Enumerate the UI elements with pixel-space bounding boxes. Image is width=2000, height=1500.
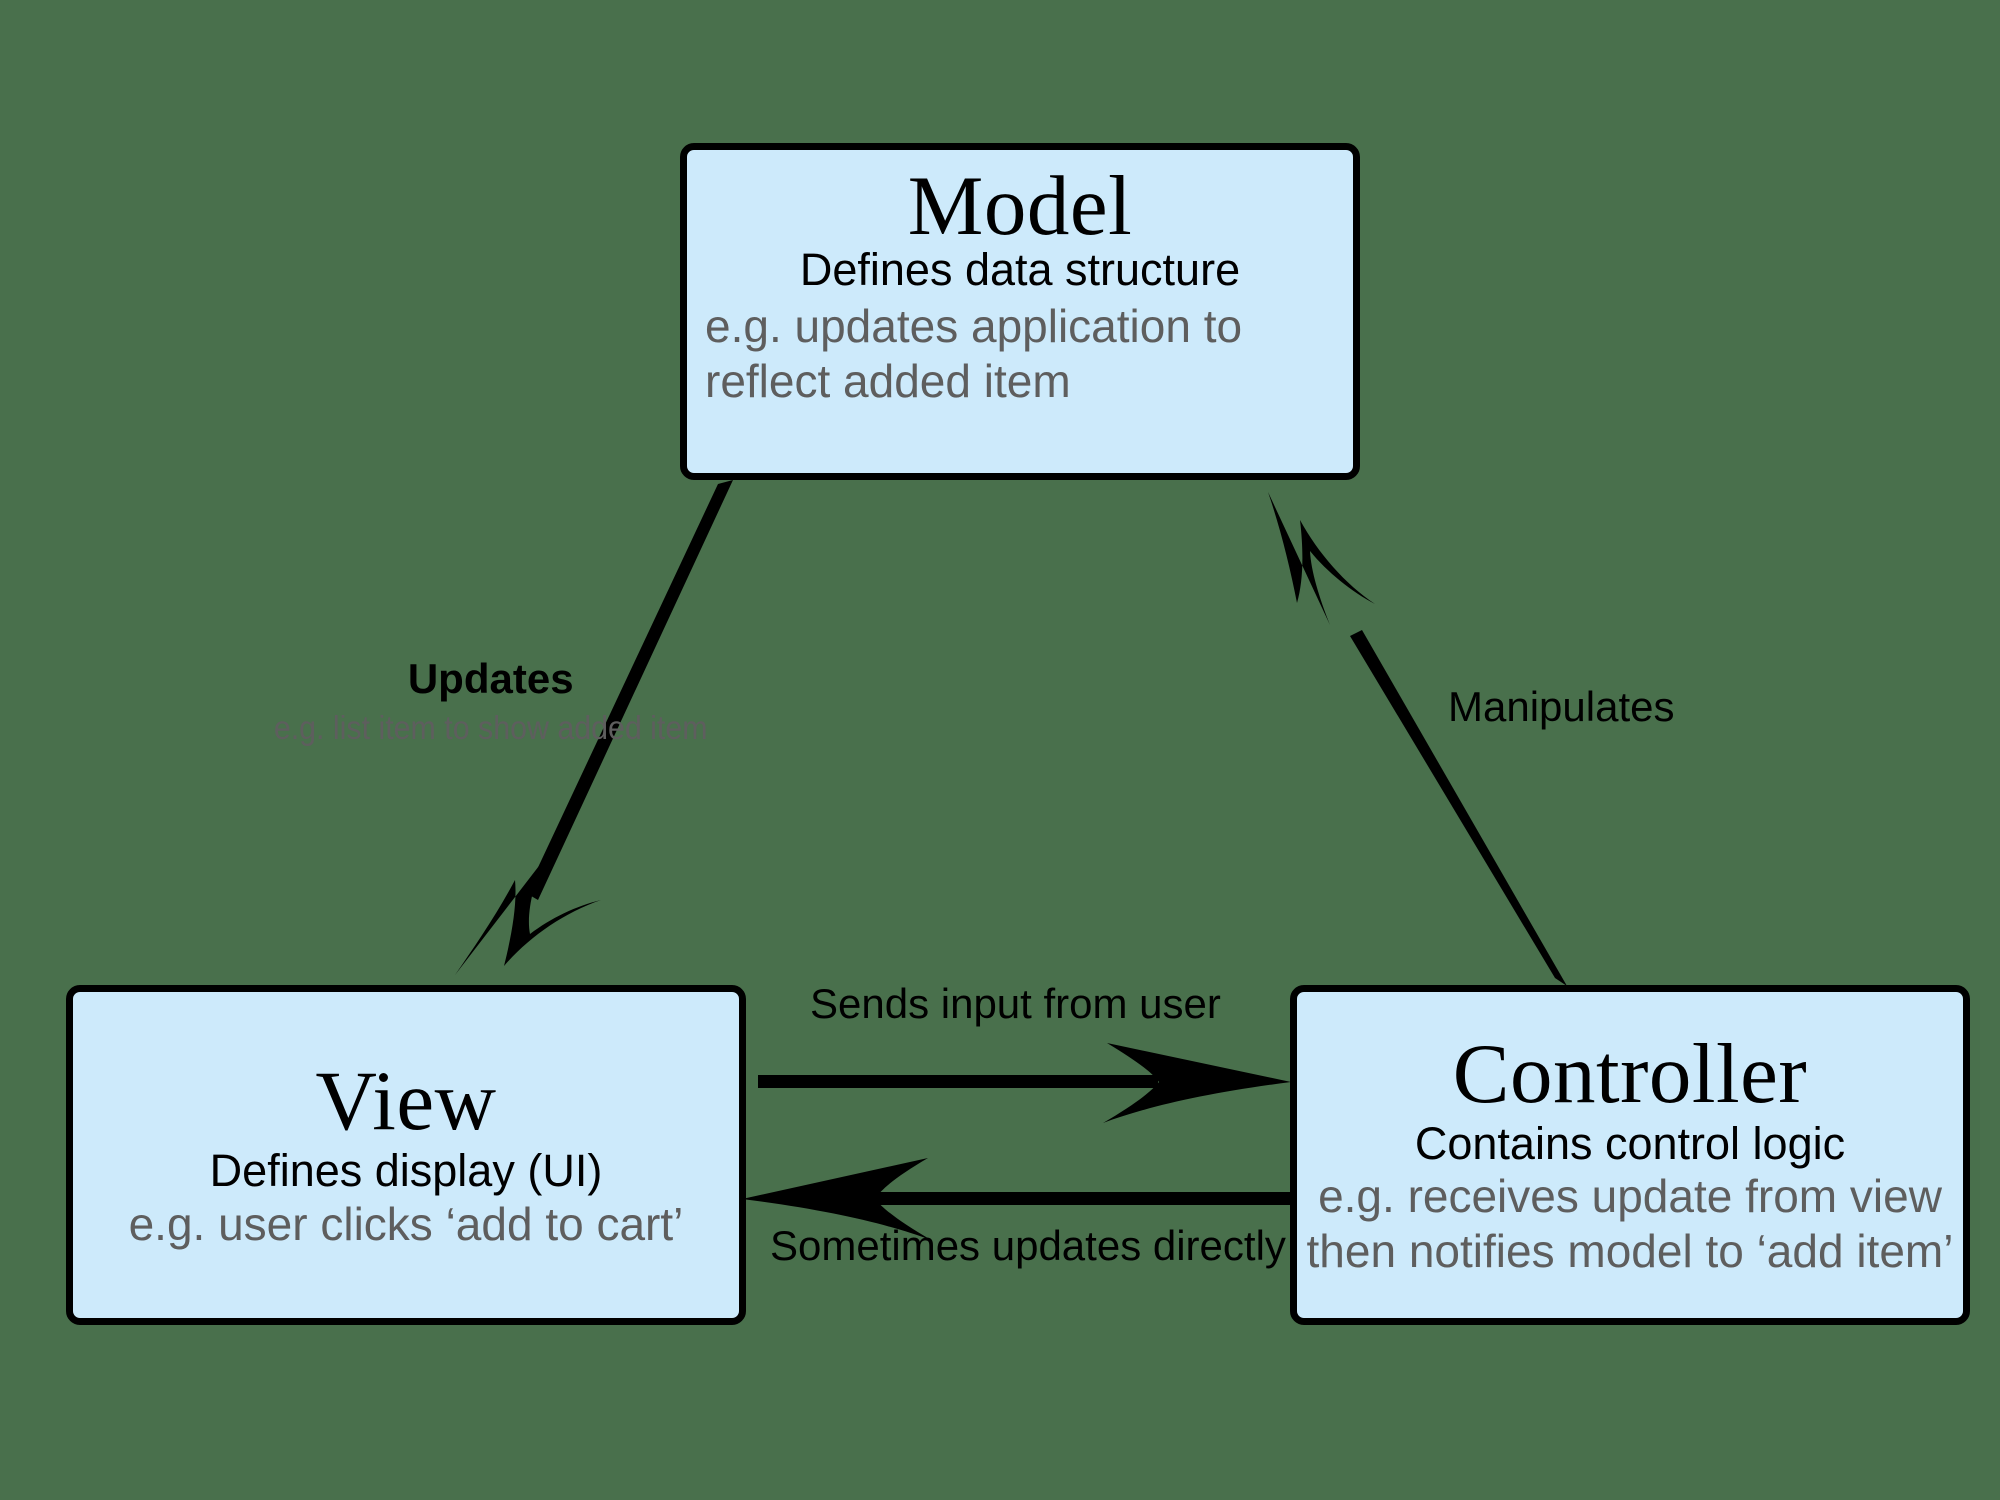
- swept-barb-arrow-icon: [1268, 492, 1375, 625]
- node-view-subtitle: Defines display (UI): [209, 1145, 603, 1197]
- edge-label-manipulates: Manipulates: [1448, 683, 1674, 731]
- node-model-subtitle: Defines data structure: [799, 244, 1241, 295]
- edge-view-to-controller: [758, 1043, 1291, 1123]
- edge-shaft: [758, 1075, 1158, 1088]
- edge-controller-to-view: [742, 1158, 1290, 1240]
- node-view[interactable]: View Defines display (UI) e.g. user clic…: [66, 985, 746, 1325]
- swept-barb-arrow-icon: [455, 862, 601, 975]
- node-controller[interactable]: Controller Contains control logic e.g. r…: [1290, 985, 1970, 1325]
- node-model-example: e.g. updates application to reflect adde…: [705, 300, 1243, 407]
- edge-label-updates-text: Updates: [407, 655, 574, 702]
- edge-label-sometimes-updates-text: Sometimes updates directly: [770, 1222, 1286, 1269]
- edge-shaft: [1350, 630, 1567, 986]
- edge-label-sometimes-updates: Sometimes updates directly: [770, 1222, 1286, 1270]
- node-controller-example-line1: e.g. receives update from view: [1318, 1170, 1942, 1223]
- edge-shaft: [860, 1192, 1290, 1205]
- node-controller-title: Controller: [1452, 1027, 1808, 1122]
- edge-shaft: [526, 480, 733, 900]
- node-controller-subtitle: Contains control logic: [1414, 1118, 1846, 1170]
- edge-label-sends-input: Sends input from user: [810, 980, 1221, 1028]
- node-view-example: e.g. user clicks ‘add to cart’: [128, 1197, 684, 1250]
- node-model[interactable]: Model Defines data structure e.g. update…: [680, 143, 1360, 480]
- swept-barb-arrow-icon: [1103, 1043, 1291, 1123]
- edge-model-to-view: [455, 480, 733, 975]
- swept-barb-arrow-icon: [742, 1158, 931, 1240]
- node-view-title: View: [315, 1054, 497, 1149]
- edge-label-updates: Updates e.g. list item to show added ite…: [255, 655, 726, 747]
- edge-label-updates-example: e.g. list item to show added item: [273, 709, 708, 746]
- node-model-title: Model: [907, 159, 1133, 253]
- node-controller-example-line2: then notifies model to ‘add item’: [1306, 1224, 1954, 1277]
- edge-controller-to-model: [1268, 492, 1567, 986]
- edge-label-manipulates-text: Manipulates: [1448, 683, 1675, 730]
- edge-label-sends-input-text: Sends input from user: [810, 980, 1221, 1027]
